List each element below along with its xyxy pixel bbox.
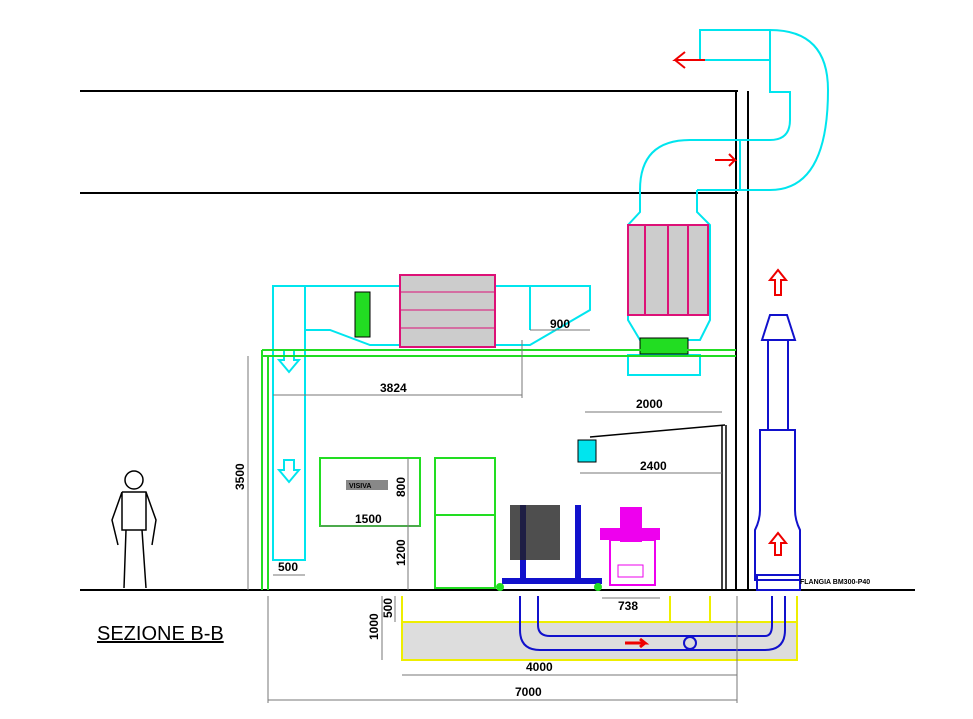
chimney [754, 314, 801, 591]
dimension-4000: 4000 [526, 660, 553, 674]
flow-arrow-icon [715, 153, 738, 167]
down-arrow-icon [276, 459, 302, 484]
dimension-500: 500 [278, 560, 298, 574]
dimension-2000: 2000 [636, 397, 663, 411]
up-arrow-icon [767, 268, 789, 296]
dimension-3500: 3500 [233, 463, 247, 490]
machine-box-label: VISIVA [349, 483, 371, 490]
dimension-500-pit: 500 [381, 598, 395, 618]
ventilation-duct [272, 274, 591, 561]
dimension-800: 800 [394, 477, 408, 497]
filter-tower [627, 28, 830, 376]
underground-pipe [519, 596, 786, 651]
jib-crane [589, 424, 727, 590]
section-title: SEZIONE B-B [97, 623, 224, 645]
dimension-900: 900 [550, 317, 570, 331]
dimension-7000: 7000 [515, 685, 542, 699]
workstation [496, 505, 660, 591]
human-figure-icon [111, 470, 157, 589]
down-arrow-icon [276, 349, 302, 374]
dimension-lines [247, 329, 738, 703]
dimension-1000: 1000 [367, 613, 381, 640]
outlet-arrow-icon [672, 51, 705, 69]
dimension-1200: 1200 [394, 539, 408, 566]
foundation-pit [401, 596, 798, 661]
fan-unit [354, 291, 371, 338]
dimension-3824: 3824 [380, 381, 407, 395]
dimension-738: 738 [618, 599, 638, 613]
up-arrow-icon [767, 531, 789, 556]
flange-label: FLANGIA BM300-P40 [800, 579, 870, 586]
dimension-1500: 1500 [355, 512, 382, 526]
flow-arrow-icon [625, 637, 650, 649]
dimension-2400: 2400 [640, 459, 667, 473]
